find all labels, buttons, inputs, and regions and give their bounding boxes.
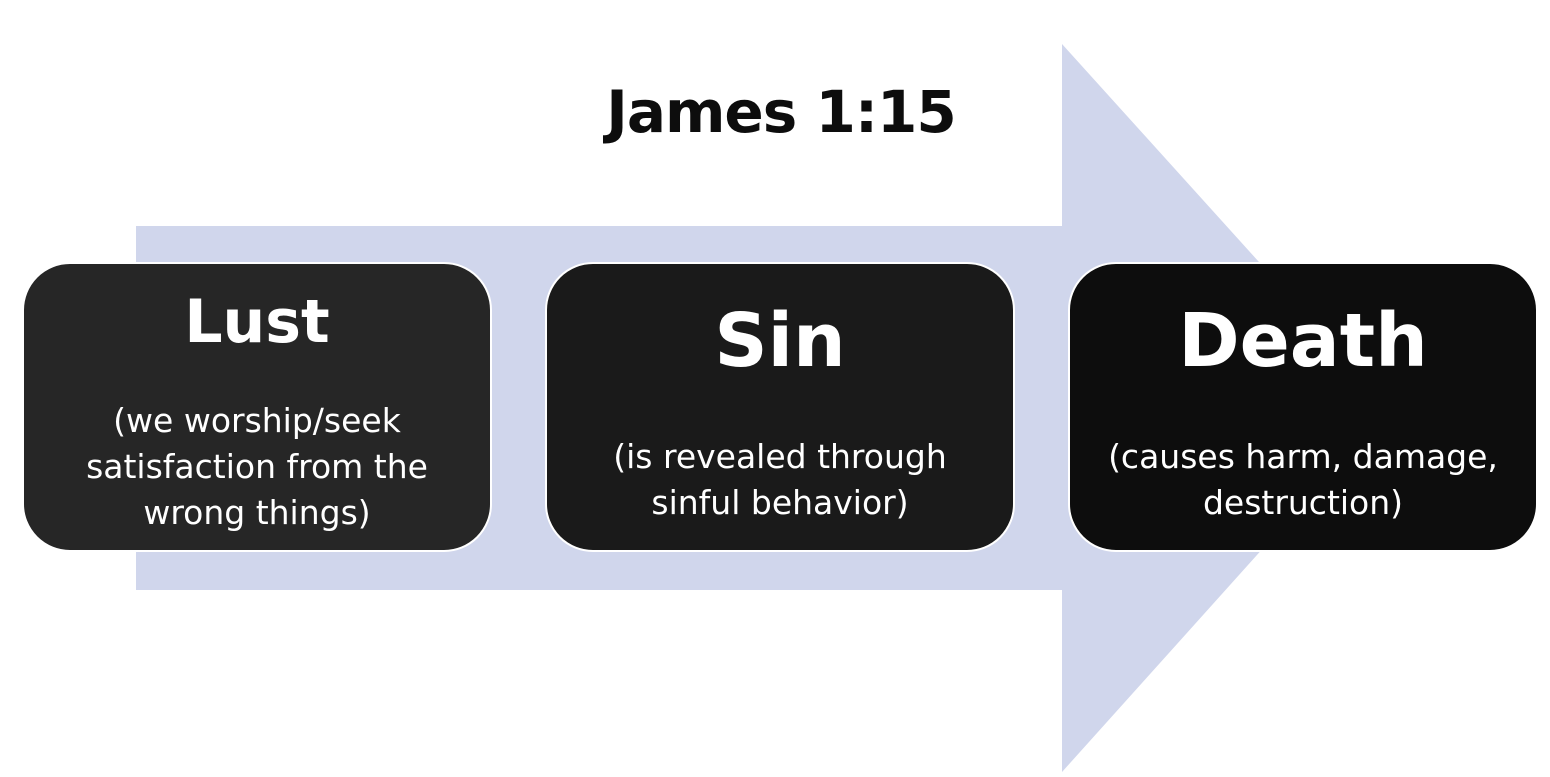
step-description-lust: (we worship/seek satisfaction from the w…	[86, 401, 428, 532]
step-box-sin: Sin (is revealed through sinful behavior…	[545, 262, 1015, 552]
step-heading-lust: Lust	[184, 287, 330, 357]
step-description-death: (causes harm, damage, destruction)	[1108, 437, 1498, 522]
step-heading-sin: Sin	[714, 298, 846, 384]
step-box-lust: Lust (we worship/seek satisfaction from …	[22, 262, 492, 552]
step-heading-death: Death	[1178, 298, 1428, 384]
diagram-title: James 1:15	[606, 78, 956, 146]
step-box-death: Death (causes harm, damage, destruction)	[1068, 262, 1538, 552]
step-description-sin: (is revealed through sinful behavior)	[613, 437, 947, 522]
